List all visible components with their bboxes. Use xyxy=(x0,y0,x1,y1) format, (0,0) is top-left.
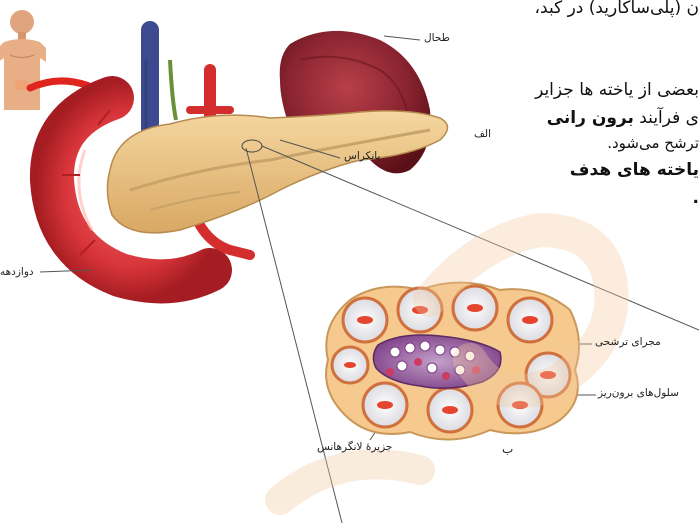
paragraph-line-1: ن (پلی‌ساکارید) در کبد، xyxy=(535,0,699,18)
paragraph-line-5: یاخته های هدف xyxy=(570,160,699,180)
paragraph-line-3-normal: ی فرآیند xyxy=(634,108,699,128)
paragraph-line-6: . xyxy=(693,188,699,208)
tissue-section xyxy=(326,283,579,440)
label-secretory-duct: مجرای ترشحی xyxy=(595,336,661,348)
label-islet: جزیرهٔ لانگرهانس xyxy=(317,441,392,453)
label-fig-a: الف xyxy=(474,128,491,140)
paragraph-line-3: ی فرآیند برون رانی xyxy=(547,108,699,128)
label-fig-b: ب xyxy=(502,442,513,456)
label-exocrine-cells: سلول‌های برون‌ریز xyxy=(598,387,679,399)
human-torso-figure xyxy=(0,10,46,110)
paragraph-line-3-bold: برون رانی xyxy=(547,108,634,128)
label-pancreas: پانکراس xyxy=(344,150,380,162)
paragraph-line-4: ترشح می‌شود. xyxy=(607,134,699,152)
label-spleen: طحال xyxy=(424,32,450,44)
paragraph-line-2: بعضی از یاخته ها جزایر xyxy=(535,80,699,100)
label-duodenum: دوازدهه xyxy=(0,266,34,278)
